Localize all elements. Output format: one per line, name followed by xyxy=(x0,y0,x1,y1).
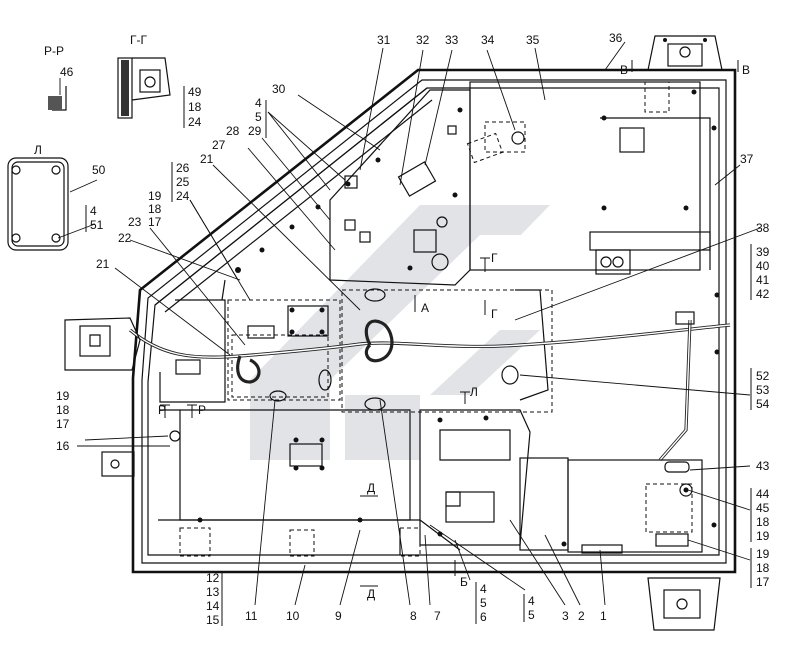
callout-34: 34 xyxy=(481,33,495,47)
callout-44: 44 xyxy=(756,487,770,501)
callout-8: 8 xyxy=(410,609,417,623)
watermark-logo xyxy=(250,205,550,460)
upper-right-panel xyxy=(466,81,720,528)
callout-2: 2 xyxy=(578,609,585,623)
left-outer-mount xyxy=(101,451,135,477)
callout-31: 31 xyxy=(377,33,391,47)
callout-39: 39 xyxy=(756,245,770,259)
arrow-a-label: А xyxy=(421,301,429,315)
callout-4-top: 4 xyxy=(255,96,262,110)
cable-harness xyxy=(128,311,731,462)
leader-lines xyxy=(57,41,761,606)
callout-49: 49 xyxy=(188,85,202,99)
callout-17-r2: 17 xyxy=(756,575,770,589)
group-brackets xyxy=(85,86,752,626)
callout-7: 7 xyxy=(434,609,441,623)
callout-45: 45 xyxy=(756,501,770,515)
callout-10: 10 xyxy=(286,609,300,623)
view-pp-title: Р-Р xyxy=(44,44,64,58)
callout-18-r1: 18 xyxy=(756,515,770,529)
callout-5-b: 5 xyxy=(480,596,487,610)
section-g-bottom: Г xyxy=(491,307,498,321)
section-d-top: Д xyxy=(367,481,375,495)
callout-25: 25 xyxy=(176,175,190,189)
callout-52: 52 xyxy=(756,369,770,383)
callout-23: 23 xyxy=(128,215,142,229)
callout-35: 35 xyxy=(526,33,540,47)
callout-41: 41 xyxy=(756,273,770,287)
callout-4-l: 4 xyxy=(90,204,97,218)
lower-center-panels xyxy=(419,409,703,554)
callout-19-r1: 19 xyxy=(756,529,770,543)
callout-32: 32 xyxy=(416,33,430,47)
callout-54: 54 xyxy=(756,397,770,411)
callout-22: 22 xyxy=(118,231,132,245)
view-labels: Р-Р Г-Г Л Р Р Г Г Л Д Д В В Б А xyxy=(34,33,750,601)
callout-14: 14 xyxy=(206,599,220,613)
callout-30: 30 xyxy=(272,82,286,96)
section-p-right: Р xyxy=(198,403,206,417)
view-l-title: Л xyxy=(34,143,42,157)
callout-18-gg: 18 xyxy=(188,100,202,114)
left-mount xyxy=(64,299,226,403)
callout-43: 43 xyxy=(756,459,770,473)
callout-1: 1 xyxy=(600,609,607,623)
callout-11: 11 xyxy=(245,609,258,623)
callout-5-top: 5 xyxy=(255,110,262,124)
view-gg-title: Г-Г xyxy=(130,33,147,47)
callout-4-c: 4 xyxy=(528,594,535,608)
callout-53: 53 xyxy=(756,383,770,397)
callout-9: 9 xyxy=(335,609,342,623)
section-d-bottom: Д xyxy=(367,587,375,601)
callout-18-r2: 18 xyxy=(756,561,770,575)
section-v-right: В xyxy=(742,63,750,77)
callout-18-left: 18 xyxy=(56,403,70,417)
callout-27: 27 xyxy=(212,138,226,152)
callout-15: 15 xyxy=(206,613,220,627)
callout-numbers: 46 49 18 24 50 4 51 31 32 33 34 35 36 37… xyxy=(56,31,770,627)
callout-28: 28 xyxy=(226,124,240,138)
diagonal-frame-strip xyxy=(154,87,433,313)
right-mounts xyxy=(647,35,723,631)
callout-3: 3 xyxy=(562,609,569,623)
callout-4-b: 4 xyxy=(480,582,487,596)
callout-26: 26 xyxy=(176,161,190,175)
callout-5-c: 5 xyxy=(528,608,535,622)
section-l-label: Л xyxy=(470,385,478,399)
callout-19-top: 19 xyxy=(148,189,162,203)
callout-40: 40 xyxy=(756,259,770,273)
section-b-label: Б xyxy=(460,575,468,589)
callout-33: 33 xyxy=(445,33,459,47)
callout-17-top: 17 xyxy=(148,215,162,229)
callout-6: 6 xyxy=(480,610,487,624)
callout-42: 42 xyxy=(756,287,770,301)
callout-19-r2: 19 xyxy=(756,547,770,561)
callout-38: 38 xyxy=(756,221,770,235)
section-p-left: Р xyxy=(158,403,166,417)
callout-51: 51 xyxy=(90,218,104,232)
callout-37: 37 xyxy=(740,152,754,166)
section-v-left: В xyxy=(620,63,628,77)
callout-29: 29 xyxy=(248,124,262,138)
callout-16: 16 xyxy=(56,439,70,453)
callout-12: 12 xyxy=(206,571,220,585)
callout-46: 46 xyxy=(60,65,74,79)
callout-18-top: 18 xyxy=(148,202,162,216)
center-dashed-area xyxy=(227,288,553,413)
callout-21-top: 21 xyxy=(200,152,214,166)
section-g-top: Г xyxy=(491,251,498,265)
callout-24-gg: 24 xyxy=(188,115,202,129)
detail-view-gg xyxy=(117,57,171,119)
callout-36: 36 xyxy=(609,31,623,45)
callout-13: 13 xyxy=(206,585,220,599)
callout-24: 24 xyxy=(176,189,190,203)
callout-19-left: 19 xyxy=(56,389,70,403)
detail-view-pp xyxy=(48,86,67,111)
callout-17-left: 17 xyxy=(56,417,70,431)
callout-50: 50 xyxy=(92,163,106,177)
section-markers xyxy=(160,60,739,587)
callout-21-left: 21 xyxy=(96,257,110,271)
detail-view-l xyxy=(7,157,69,251)
